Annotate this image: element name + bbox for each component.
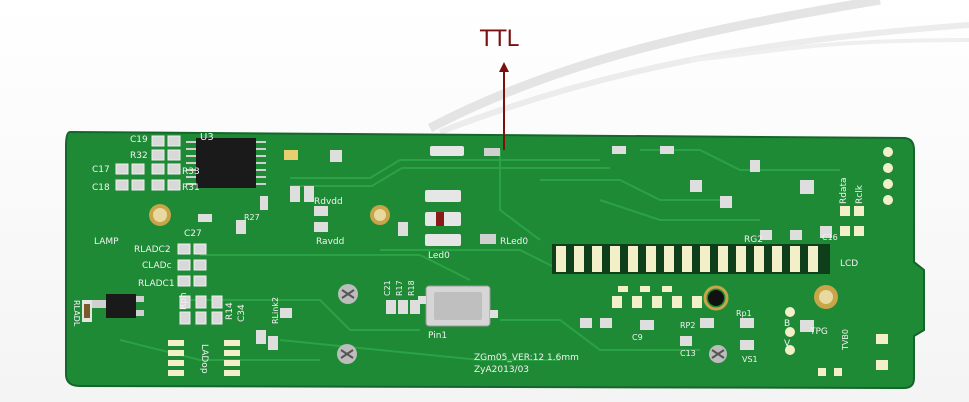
leds xyxy=(284,146,500,246)
label-rdvdd: Rdvdd xyxy=(314,197,343,207)
small-components xyxy=(198,146,832,350)
label-r17: R17 xyxy=(395,280,404,296)
label-rdata: Rdata xyxy=(839,177,849,204)
label-b: B xyxy=(784,319,790,329)
mounting-holes xyxy=(149,204,838,311)
right-pads xyxy=(785,147,893,376)
transistor xyxy=(82,294,144,322)
label-rled0: RLed0 xyxy=(500,237,528,247)
label-r18: R18 xyxy=(407,280,416,296)
label-pin1: Pin1 xyxy=(428,331,447,341)
label-date: ZyA2013/03 xyxy=(474,365,529,375)
label-u3: U3 xyxy=(200,132,214,143)
label-rlink2: RLink2 xyxy=(271,297,280,324)
label-c16: C16 xyxy=(822,233,838,242)
label-vs1: VS1 xyxy=(742,355,758,364)
label-tvb0: TVB0 xyxy=(841,329,850,351)
label-c9: C9 xyxy=(632,333,643,342)
label-led0: Led0 xyxy=(428,251,450,261)
label-lcd: LCD xyxy=(840,259,858,269)
label-rladl: RLADL xyxy=(72,300,81,327)
label-r32: R32 xyxy=(130,151,148,161)
label-rph: Rph xyxy=(179,292,189,310)
label-lamp: LAMP xyxy=(94,237,119,247)
ttl-annotation: TTL xyxy=(479,27,519,150)
label-rclk: Rclk xyxy=(855,184,865,204)
crystal-pin1 xyxy=(418,285,498,327)
label-c27: C27 xyxy=(184,229,202,239)
label-rp2: RP2 xyxy=(680,321,695,330)
label-r31: R31 xyxy=(182,183,200,193)
screws xyxy=(337,284,727,364)
label-rladc2: RLADC2 xyxy=(134,245,171,255)
cable xyxy=(427,0,969,135)
label-version: ZGm05_VER:12 1.6mm xyxy=(474,353,579,363)
ladop-footprint xyxy=(168,340,240,376)
label-r33: R33 xyxy=(182,167,200,177)
smd-pads-left xyxy=(115,135,223,325)
silkscreen-labels: C19 U3 R32 C17 R33 C18 R31 C27 R27 Rdvdd… xyxy=(72,132,865,375)
label-r14: R14 xyxy=(225,302,235,320)
label-rladc1: RLADC1 xyxy=(138,279,175,289)
ttl-arrow-head xyxy=(499,62,509,72)
label-ravdd: Ravdd xyxy=(316,237,344,247)
label-rg2: RG2 xyxy=(744,235,763,245)
label-rp1: Rp1 xyxy=(736,309,752,318)
label-v: V xyxy=(784,339,791,349)
label-c17: C17 xyxy=(92,165,110,175)
lcd-connector xyxy=(552,244,830,308)
label-c34: C34 xyxy=(237,304,247,322)
ttl-label: TTL xyxy=(479,27,519,52)
label-r27: R27 xyxy=(244,213,260,222)
label-c18: C18 xyxy=(92,183,110,193)
label-c19: C19 xyxy=(130,135,148,145)
ic-u3 xyxy=(186,138,266,188)
label-tpg: TPG xyxy=(809,327,828,337)
label-cladc: CLADc xyxy=(142,261,172,271)
label-ladop: LADop xyxy=(199,344,209,374)
label-c13: C13 xyxy=(680,349,696,358)
label-c21: C21 xyxy=(383,280,392,296)
